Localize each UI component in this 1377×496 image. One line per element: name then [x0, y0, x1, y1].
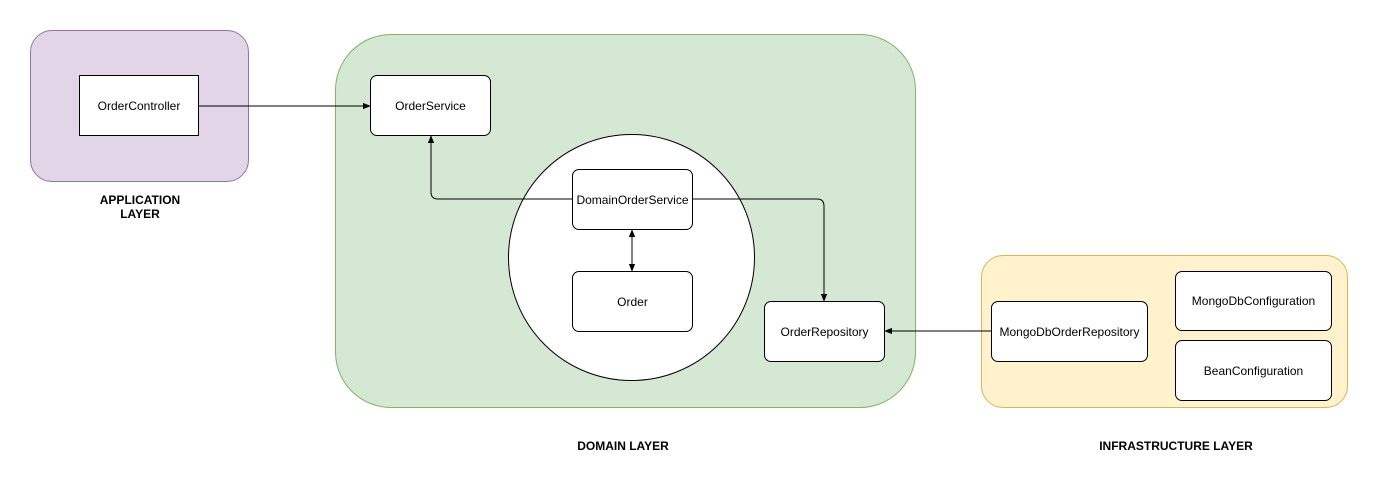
order-repository-node[interactable]: OrderRepository — [764, 301, 885, 362]
application-layer-label: APPLICATION LAYER — [99, 193, 181, 221]
mongo-order-repository-node[interactable]: MongoDbOrderRepository — [991, 301, 1148, 362]
domain-layer-label: DOMAIN LAYER — [577, 439, 669, 453]
infrastructure-layer-label: INFRASTRUCTURE LAYER — [1099, 439, 1253, 453]
domain-order-service-node[interactable]: DomainOrderService — [572, 169, 693, 230]
order-controller-node[interactable]: OrderController — [79, 75, 199, 136]
order-node[interactable]: Order — [572, 271, 693, 332]
bean-configuration-node[interactable]: BeanConfiguration — [1175, 340, 1332, 401]
order-service-node[interactable]: OrderService — [370, 75, 491, 136]
mongo-configuration-node[interactable]: MongoDbConfiguration — [1175, 271, 1332, 331]
